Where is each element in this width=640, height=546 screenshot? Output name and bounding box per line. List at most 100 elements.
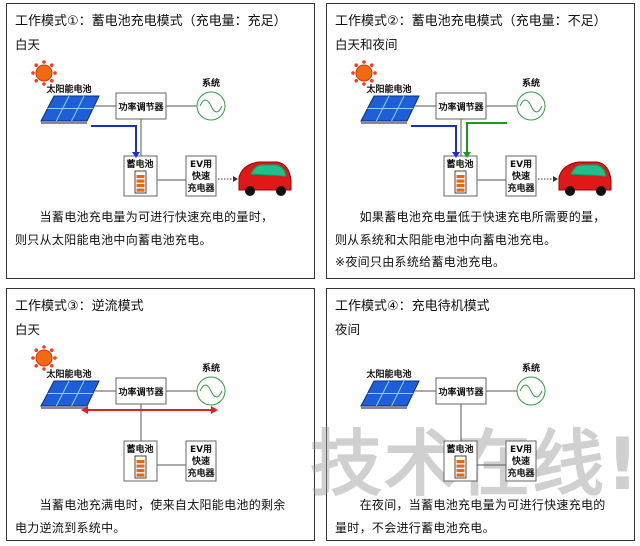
arrow-head [81, 406, 88, 414]
panel-title: 工作模式②：蓄电池充电模式（充电量：不足） [335, 14, 607, 29]
sun-icon [31, 345, 57, 371]
sun-ray [42, 60, 46, 64]
battery-cell [136, 473, 145, 477]
solar-charge-arrow [411, 125, 457, 154]
solar-panel-icon [40, 380, 100, 409]
sine-wave [519, 384, 543, 398]
mode-description: 在夜间，当蓄电池充电量为可进行快速充电的量时，不会进行蓄电池充电。 [335, 494, 630, 540]
sun-icon [351, 60, 377, 86]
sun-ray [369, 78, 374, 83]
ev-charger-label-2: 快速 [512, 455, 530, 467]
arrow-head [132, 152, 140, 158]
power-conditioner-label: 功率调节器 [118, 101, 164, 113]
grid-label: 系统 [522, 362, 540, 374]
description-line: 电力逆流到系统中。 [15, 521, 126, 535]
time-of-day-label: 白天和夜间 [335, 37, 398, 52]
car-wheel [596, 186, 606, 196]
solar-panel-frame [361, 406, 407, 409]
sun-ray [42, 367, 46, 371]
sun-icon [31, 60, 57, 86]
sun-core [355, 64, 373, 82]
sun-ray [49, 63, 54, 68]
electric-car-icon [238, 161, 292, 196]
arrow-head [452, 152, 460, 158]
electric-car-icon [558, 161, 612, 196]
battery-cell [456, 188, 465, 192]
power-conditioner-box [435, 92, 487, 120]
ev-charger-label-3: 充电器 [507, 467, 535, 479]
sun-ray [49, 348, 54, 353]
ev-charger-label-1: EV用 [510, 444, 532, 455]
description-note: ※夜间只由系统给蓄电池充电。 [335, 255, 506, 269]
power-conditioner-box [435, 377, 487, 405]
sine-wave [199, 384, 223, 398]
battery-icon [134, 170, 147, 194]
sun-core [35, 349, 53, 367]
battery-cell [456, 460, 465, 464]
ev-charger-label-3: 充电器 [507, 182, 535, 194]
battery-cell [136, 464, 145, 468]
grid-charge-arrow [466, 122, 507, 154]
ev-charger-box [185, 440, 217, 482]
battery-cell [136, 188, 145, 192]
ev-charger-label-2: 快速 [512, 170, 530, 182]
ev-charger-label-1: EV用 [510, 159, 532, 170]
mode-description: 当蓄电池充满电时，使来自太阳能电池的剩余电力逆流到系统中。 [15, 494, 310, 540]
mode-description: 如果蓄电池充电量低于快速充电所需要的量， 则从系统和太阳能电池中向蓄电池充电。 ※夜… [335, 206, 630, 272]
sun-ray [373, 71, 377, 75]
sun-ray [351, 71, 355, 75]
time-of-day-label: 白天 [15, 322, 41, 337]
battery-cell [456, 473, 465, 477]
sun-ray [31, 356, 35, 360]
battery-cell [456, 179, 465, 183]
sun-ray [49, 363, 54, 368]
sine-wave [199, 99, 223, 113]
sine-wave [519, 99, 543, 113]
solar-cell-label: 太阳能电池 [45, 83, 91, 95]
description-line: 如果蓄电池充电量低于快速充电所需要的量， [335, 210, 606, 224]
solar-panel-icon [40, 95, 100, 124]
sun-ray [34, 363, 39, 368]
ev-charger-label-1: EV用 [190, 444, 212, 455]
battery-icon [454, 170, 467, 194]
battery-cell [136, 179, 145, 183]
panel-title: 工作模式①：蓄电池充电模式（充电量：充足） [15, 14, 287, 29]
solar-panel-icon [360, 380, 420, 409]
battery-label: 蓄电池 [126, 443, 153, 455]
ev-charger-label-1: EV用 [190, 159, 212, 170]
sun-ray [53, 71, 57, 75]
grid-label: 系统 [202, 77, 220, 89]
description-line: 当蓄电池充电量为可进行快速充电的量时， [15, 210, 274, 224]
sun-ray [354, 63, 359, 68]
solar-cell-label: 太阳能电池 [45, 368, 91, 380]
ev-charger-label-3: 充电器 [187, 182, 215, 194]
solar-panel-frame [41, 121, 87, 124]
car-window [570, 164, 607, 177]
time-of-day-label: 夜间 [335, 322, 361, 337]
ev-charger-label-3: 充电器 [187, 467, 215, 479]
battery-cell [456, 464, 465, 468]
panel-title: 工作模式③：逆流模式 [15, 299, 144, 314]
mode-description: 当蓄电池充电量为可进行快速充电的量时，则只从太阳能电池中向蓄电池充电。 [15, 206, 310, 252]
power-conditioner-box [115, 92, 167, 120]
ev-charger-box [505, 155, 537, 197]
ev-charger-box [185, 155, 217, 197]
solar-charge-arrow [91, 125, 137, 154]
sun-ray [42, 82, 46, 86]
sun-ray [369, 63, 374, 68]
sun-ray [34, 78, 39, 83]
battery-icon [134, 455, 147, 479]
sun-ray [34, 63, 39, 68]
power-conditioner-label: 功率调节器 [118, 386, 164, 398]
description-line: 则从系统和太阳能电池中向蓄电池充电。 [335, 233, 557, 247]
description-line: 量时，不会进行蓄电池充电。 [335, 521, 495, 535]
ev-charger-box [505, 440, 537, 482]
solar-panel-frame [361, 121, 407, 124]
